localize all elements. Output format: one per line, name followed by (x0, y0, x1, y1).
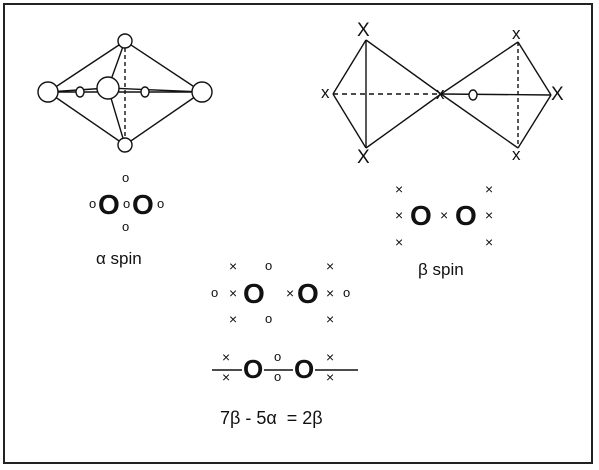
octa-edge (124, 91, 203, 146)
alpha-electron: o (211, 285, 219, 300)
beta-electron: × (222, 369, 231, 385)
alpha-electron: o (122, 170, 130, 185)
alpha-electron: o (343, 285, 351, 300)
alpha-electron: o (265, 258, 273, 273)
beta-electron: × (326, 369, 335, 385)
tetra-edge (517, 94, 552, 149)
tetra-vertex-label: x (512, 145, 521, 164)
alpha-electron: o (89, 196, 97, 211)
beta-spin-label: β spin (418, 260, 464, 279)
octa-edge (107, 87, 203, 93)
tetra-edge (440, 41, 519, 95)
beta-electron: × (326, 349, 335, 365)
beta-electron: × (440, 207, 449, 223)
octa-vertex (117, 137, 133, 153)
tetra-vertex-label: x (321, 83, 330, 102)
tetra-vertex-label: X (551, 84, 564, 105)
tetra-vertex-label: x (436, 84, 445, 103)
tetra-edge (365, 39, 442, 95)
tetra-edge (365, 93, 442, 149)
oxygen-atom: O (132, 189, 154, 220)
beta-electron: × (395, 207, 404, 223)
octa-vertex (96, 76, 120, 100)
tetra-vertex-label: x (512, 24, 521, 43)
beta-electron: × (222, 349, 231, 365)
octa-edge (47, 91, 126, 146)
alpha-electron: o (265, 311, 273, 326)
beta-electron: × (326, 285, 335, 301)
tetra-vertex-label: X (357, 147, 370, 168)
octa-edge (47, 40, 126, 93)
beta-electron: × (395, 181, 404, 197)
beta-electron: × (229, 311, 238, 327)
alpha-electron: o (157, 196, 165, 211)
alpha-electron: o (274, 369, 282, 384)
beta-tetrahedra (332, 39, 552, 149)
tetra-edge (440, 93, 552, 96)
tetra-edge (440, 93, 519, 149)
alpha-electron: o (122, 219, 130, 234)
oxygen-atom: O (293, 354, 316, 385)
tetra-oxygen-marker (468, 89, 478, 101)
spin-equation: 7β - 5α = 2β (220, 408, 323, 428)
tetra-edge (332, 39, 367, 95)
oxygen-atom: O (410, 200, 432, 231)
beta-electron: × (326, 311, 335, 327)
alpha-electron: o (274, 349, 282, 364)
octa-oxygen-marker (140, 86, 150, 98)
oxygen-atom: O (242, 354, 265, 385)
beta-electron: × (229, 285, 238, 301)
beta-electron: × (485, 207, 494, 223)
octa-vertex (37, 81, 59, 103)
oxygen-atom: O (98, 189, 120, 220)
alpha-electron: o (123, 196, 131, 211)
octa-oxygen-marker (75, 86, 85, 98)
oxygen-atom: O (455, 200, 477, 231)
alpha-spin-label: α spin (96, 249, 142, 268)
alpha-octahedron (37, 33, 213, 153)
octa-vertex (191, 81, 213, 103)
octa-vertex (117, 33, 133, 49)
beta-electron: × (485, 234, 494, 250)
tetra-vertex-label: X (357, 20, 370, 41)
figure-frame (3, 3, 593, 464)
beta-electron: × (286, 285, 295, 301)
beta-electron: × (485, 181, 494, 197)
tetra-edge (517, 41, 552, 96)
beta-electron: × (395, 234, 404, 250)
octa-edge (124, 40, 203, 93)
beta-electron: × (229, 258, 238, 274)
oxygen-atom: O (243, 278, 265, 309)
beta-electron: × (326, 258, 335, 274)
oxygen-atom: O (297, 278, 319, 309)
tetra-edge (332, 93, 367, 149)
